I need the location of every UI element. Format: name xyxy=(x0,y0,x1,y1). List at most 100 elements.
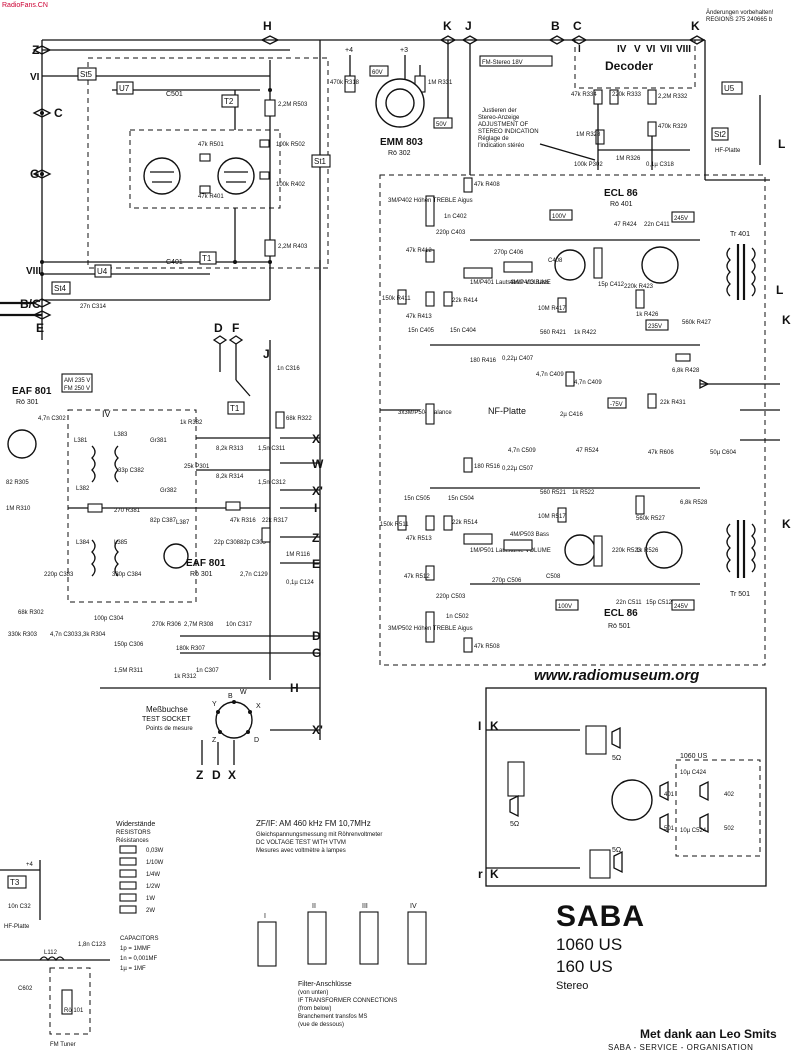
svg-text:Gr382: Gr382 xyxy=(160,488,177,494)
svg-text:25k P301: 25k P301 xyxy=(184,464,210,470)
svg-text:47k R334: 47k R334 xyxy=(571,92,597,98)
svg-text:4M/P403 Bass: 4M/P403 Bass xyxy=(510,280,549,286)
svg-text:K: K xyxy=(490,719,499,733)
svg-text:L385: L385 xyxy=(114,540,128,546)
roman-i: I xyxy=(578,44,581,55)
svg-text:U4: U4 xyxy=(97,267,108,276)
eaf801-top-ref: Rö 301 xyxy=(16,399,39,406)
svg-text:150p C306: 150p C306 xyxy=(114,642,144,648)
svg-text:47 R424: 47 R424 xyxy=(614,222,637,228)
tone-controls-top: 47k R408 3M/P402 Höhen TREBLE Aigus 1n C… xyxy=(382,177,737,456)
svg-text:245V: 245V xyxy=(674,216,688,222)
svg-text:47k R408: 47k R408 xyxy=(474,182,500,188)
switch-u7 xyxy=(116,81,134,95)
svg-text:5Ω: 5Ω xyxy=(612,755,621,762)
changes-line-2: REGIONS 275 240665 b xyxy=(706,17,773,23)
svg-text:401: 401 xyxy=(664,792,675,798)
ecl86-bottom-stage: ECL 86 Rö 501 100V 245V 22n C511 15p C51… xyxy=(430,487,708,630)
svg-text:15n C504: 15n C504 xyxy=(448,496,475,502)
svg-text:4,7n C303: 4,7n C303 xyxy=(50,632,78,638)
decoder-label: Decoder xyxy=(605,59,653,73)
speaker-section: I K r K 5Ω 5Ω 5Ω 1060 US 401 402 501 502… xyxy=(478,719,761,881)
svg-text:1n C402: 1n C402 xyxy=(444,214,467,220)
svg-text:5Ω: 5Ω xyxy=(510,821,519,828)
r331-label: 1M R331 xyxy=(428,80,453,86)
svg-text:1/2W: 1/2W xyxy=(146,884,160,890)
svg-text:1k R526: 1k R526 xyxy=(636,548,659,554)
svg-text:4,7n C409: 4,7n C409 xyxy=(536,372,564,378)
svg-text:(from below): (from below) xyxy=(298,1006,331,1012)
svg-text:5Ω: 5Ω xyxy=(612,847,621,854)
svg-text:L387: L387 xyxy=(176,520,190,526)
svg-text:III: III xyxy=(362,903,368,910)
svg-text:(vue de dessous): (vue de dessous) xyxy=(298,1022,344,1028)
socket-title: Meßbuchse xyxy=(146,705,188,714)
svg-text:ADJUSTMENT OF: ADJUSTMENT OF xyxy=(478,122,529,128)
terminal-b-top: B xyxy=(551,19,560,33)
terminal-vi: VI xyxy=(30,72,40,83)
svg-text:150k R411: 150k R411 xyxy=(382,296,411,302)
svg-text:1n = 0,001MF: 1n = 0,001MF xyxy=(120,956,158,962)
svg-text:IV: IV xyxy=(410,903,417,910)
svg-text:+4: +4 xyxy=(26,862,34,868)
svg-text:Branchement transfos MS: Branchement transfos MS xyxy=(298,1014,367,1020)
filter-connection-diagram: I II III IV Filter-Anschlüsse (von unten… xyxy=(257,903,427,1028)
svg-text:C508: C508 xyxy=(546,574,561,580)
svg-text:82p C309: 82p C309 xyxy=(240,540,267,546)
svg-text:22n C511: 22n C511 xyxy=(616,600,642,606)
svg-text:47k R412: 47k R412 xyxy=(406,248,432,254)
terminal-z-mid: Z xyxy=(312,531,319,545)
decoder-block: Decoder I IV V VI VII VIII FM-Stereo 18V… xyxy=(479,39,696,170)
terminal-w-mid: W xyxy=(312,457,324,471)
svg-text:STEREO INDICATION: STEREO INDICATION xyxy=(478,129,539,135)
svg-text:Réglage de: Réglage de xyxy=(478,136,509,142)
svg-text:1,8n C123: 1,8n C123 xyxy=(78,942,106,948)
output-transformer-top: Tr 401 L K xyxy=(726,231,791,327)
radiomuseum-url[interactable]: www.radiomuseum.org xyxy=(534,667,700,684)
switch-t1 xyxy=(199,251,217,265)
svg-text:1n C316: 1n C316 xyxy=(277,366,300,372)
ecl86-top-ref: Rö 401 xyxy=(610,201,633,208)
svg-text:220p C503: 220p C503 xyxy=(436,594,466,600)
terminal-f-mid: F xyxy=(232,321,239,335)
svg-text:0,1µ C124: 0,1µ C124 xyxy=(286,580,314,586)
svg-text:K: K xyxy=(490,867,499,881)
svg-text:3M/P402 Höhen TREBLE Aigus: 3M/P402 Höhen TREBLE Aigus xyxy=(388,198,473,204)
svg-text:ZF/IF: AM 460 kHz FM 10,7MHz: ZF/IF: AM 460 kHz FM 10,7MHz xyxy=(256,819,371,828)
svg-text:180k R307: 180k R307 xyxy=(176,646,206,652)
svg-text:Y: Y xyxy=(212,701,217,708)
ecl86-bottom-name: ECL 86 xyxy=(604,608,638,619)
svg-text:22n C411: 22n C411 xyxy=(644,222,670,228)
svg-text:150k R511: 150k R511 xyxy=(380,522,409,528)
svg-text:235V: 235V xyxy=(648,324,662,330)
resistor-legend: Widerstände RESISTORS Résistances 0,03W … xyxy=(116,821,164,972)
r403-label: 2,2M R403 xyxy=(278,244,308,250)
if-filter-components: IV L381 L383 L382 L384 L385 Gr381 Gr382 … xyxy=(6,409,314,680)
tube-socket-box xyxy=(129,129,281,209)
terminal-bc: B/C xyxy=(20,297,41,311)
svg-text:CAPACITORS: CAPACITORS xyxy=(120,936,158,942)
eaf801-tubes: EAF 801 Rö 301 AM 235 V FM 250 V EAF 801… xyxy=(7,373,226,578)
svg-text:22k R317: 22k R317 xyxy=(262,518,288,524)
svg-text:FM Tuner: FM Tuner xyxy=(50,1042,76,1048)
r402-label: 100k R402 xyxy=(276,182,306,188)
svg-text:180 R416: 180 R416 xyxy=(470,358,497,364)
ecl86-bottom-ref: Rö 501 xyxy=(608,623,631,630)
terminal-h-top: H xyxy=(263,19,272,33)
svg-text:1k R382: 1k R382 xyxy=(180,420,203,426)
svg-text:W: W xyxy=(240,689,247,696)
r318-label: 470k R318 xyxy=(330,80,360,86)
svg-text:220k R523: 220k R523 xyxy=(612,548,642,554)
test-socket: Meßbuchse TEST SOCKET Points de mesure B… xyxy=(142,689,320,782)
svg-text:Widerstände: Widerstände xyxy=(116,821,155,828)
svg-text:270p C506: 270p C506 xyxy=(492,578,522,584)
svg-text:Justieren der: Justieren der xyxy=(482,108,517,114)
svg-text:15n C505: 15n C505 xyxy=(404,496,431,502)
svg-text:1M R326: 1M R326 xyxy=(616,156,641,162)
svg-text:10n C32: 10n C32 xyxy=(8,904,31,910)
switch-st5 xyxy=(77,67,97,81)
svg-text:470k R329: 470k R329 xyxy=(658,124,688,130)
svg-text:4,7n C409: 4,7n C409 xyxy=(574,380,602,386)
switch-t3: T3 xyxy=(10,878,20,887)
svg-text:1k R522: 1k R522 xyxy=(572,490,595,496)
